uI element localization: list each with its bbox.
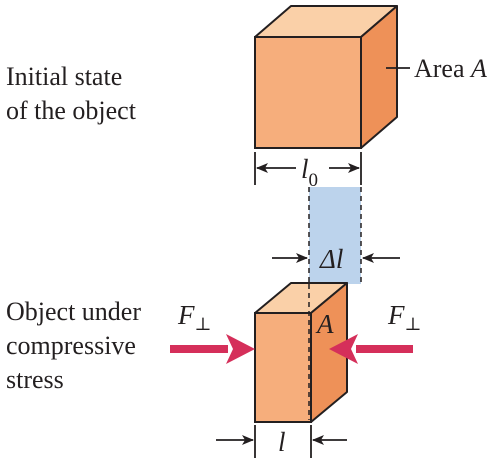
initial-state-label-line2: of the object	[6, 96, 137, 125]
l-label: l	[278, 427, 286, 457]
area-label: Area A	[414, 54, 487, 83]
area-label-word: Area	[414, 54, 465, 83]
right-force-symbol: F	[387, 300, 405, 330]
left-force-symbol: F	[177, 300, 195, 330]
compressed-label-line1: Object under	[6, 297, 141, 326]
l0-symbol: l	[301, 154, 309, 184]
compressed-length-dimension	[216, 425, 347, 458]
compressed-label-line2: compressive	[6, 331, 136, 360]
left-force-subscript: ⊥	[195, 314, 212, 334]
l0-subscript: 0	[309, 170, 319, 191]
delta-length-label: Δl	[319, 244, 343, 274]
compressed-label-line3: stress	[6, 365, 64, 394]
compressed-box	[254, 282, 348, 423]
left-force-arrow	[170, 334, 255, 364]
compressed-box-front	[254, 312, 312, 423]
initial-state-label-line1: Initial state	[6, 62, 122, 91]
right-force-subscript: ⊥	[405, 314, 422, 334]
initial-cube	[254, 5, 398, 149]
right-force-arrow	[329, 334, 413, 364]
l0-label: l0	[301, 154, 318, 191]
area-symbol: A	[469, 54, 487, 83]
right-force-label: F⊥	[387, 300, 421, 334]
initial-length-dimension	[254, 152, 362, 185]
left-force-label: F⊥	[177, 300, 211, 334]
face-area-label: A	[315, 309, 334, 339]
delta-length-band	[309, 187, 361, 284]
initial-cube-front	[254, 36, 362, 149]
